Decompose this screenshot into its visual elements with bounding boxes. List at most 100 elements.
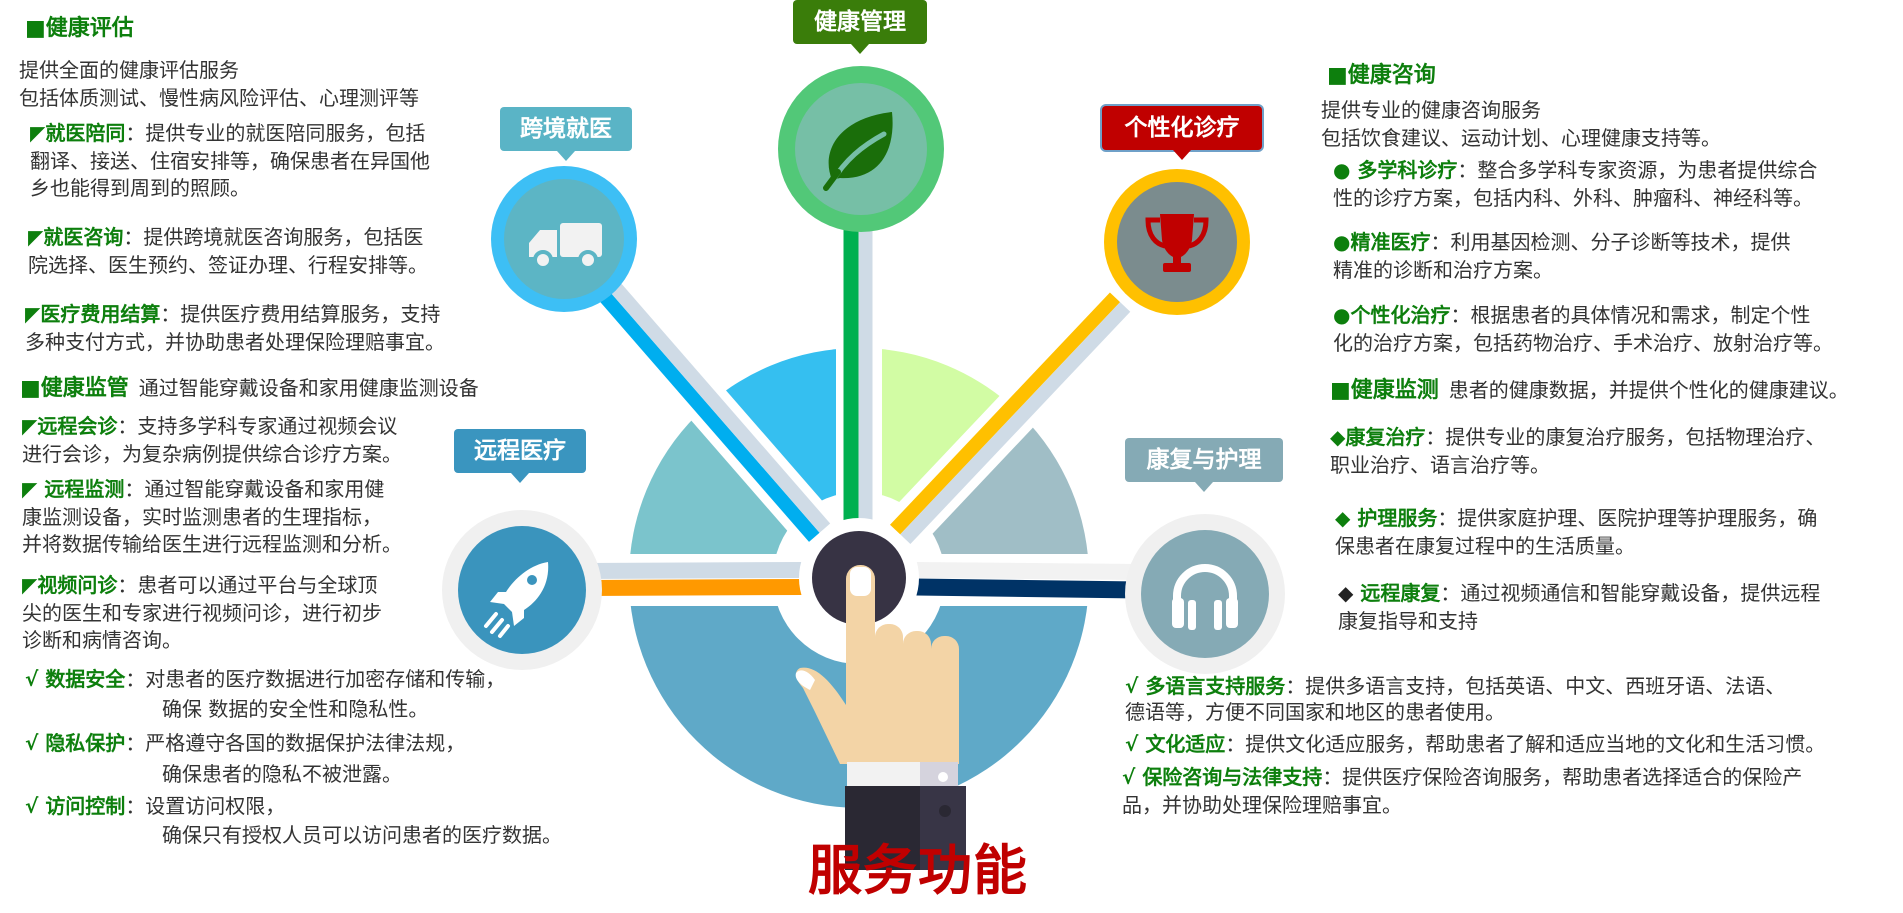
item-text: ：提供家庭护理、医院护理等护理服务，确 — [1437, 506, 1818, 530]
bullet-marker-icon: ● — [1333, 230, 1351, 254]
item-title: 多语言支持服务 — [1145, 674, 1286, 698]
item-text: ：提供文化适应服务，帮助患者了解和适应当地的文化和生活习惯。 — [1225, 732, 1826, 756]
item-title: 视频问诊 — [37, 573, 118, 597]
item-line: 品，并协助处理保险理赔事宜。 — [1122, 791, 1802, 819]
item-precision: ●精准医疗：利用基因检测、分子诊断等技术，提供精准的诊断和治疗方案。 — [1333, 229, 1790, 284]
item-billing: ◤医疗费用结算：提供医疗费用结算服务，支持多种支付方式，并协助患者处理保险理赔事… — [25, 301, 445, 356]
item-text: ：利用基因检测、分子诊断等技术，提供 — [1430, 230, 1791, 254]
item-title: 康复治疗 — [1345, 425, 1426, 449]
bullet-marker-icon: ● — [1333, 158, 1358, 182]
truck-icon — [529, 223, 602, 270]
item-line: 多种支付方式，并协助患者处理保险理赔事宜。 — [25, 329, 445, 357]
item-line: 尖的医生和专家进行视频问诊，进行初步 — [22, 600, 382, 628]
item-consult: ◤就医咨询：提供跨境就医咨询服务，包括医院选择、医生预约、签证办理、行程安排等。 — [28, 224, 428, 279]
item-line: 进行会诊，为复杂病例提供综合诊疗方案。 — [22, 441, 402, 469]
bullet-marker-icon: ◤ — [22, 414, 38, 438]
label-health-mgmt: 健康管理 — [793, 0, 927, 54]
item-text: 翻译、接送、住宿安排等，确保患者在异国他 — [30, 148, 430, 173]
item-text: 化的治疗方案，包括药物治疗、手术治疗、放射治疗等。 — [1333, 330, 1833, 355]
item-data-security: √ 数据安全：对患者的医疗数据进行加密存储和传输，确保 数据的安全性和隐私性。 — [25, 664, 505, 724]
label-rehab: 康复与护理 — [1125, 438, 1283, 492]
item-insurance-legal: √ 保险咨询与法律支持：提供医疗保险咨询服务，帮助患者选择适合的保险产品，并协助… — [1122, 763, 1802, 819]
label-personalized: 个性化诊疗 — [1102, 106, 1262, 160]
item-line: 康监测设备，实时监测患者的生理指标， — [22, 504, 402, 532]
item-line: 乡也能得到周到的照顾。 — [30, 175, 430, 203]
bullet-marker-icon: ◤ — [22, 573, 38, 597]
item-multidisciplinary: ● 多学科诊疗：整合多学科专家资源，为患者提供综合性的诊疗方案，包括内科、外科、… — [1333, 157, 1817, 212]
item-line: ◆ 远程康复：通过视频通信和智能穿戴设备，提供远程 — [1338, 580, 1820, 608]
bullet-marker-icon: √ — [25, 731, 46, 755]
trophy-icon — [1145, 214, 1209, 272]
item-video-consult: ◤视频问诊：患者可以通过平台与全球顶尖的医生和专家进行视频问诊，进行初步诊断和病… — [22, 572, 382, 655]
bullet-marker-icon: ◤ — [30, 121, 46, 145]
item-title: 保险咨询与法律支持 — [1142, 765, 1323, 789]
telemedicine-node[interactable] — [442, 510, 602, 670]
heading-health-assessment: ■健康评估 — [25, 16, 134, 41]
item-text: 进行会诊，为复杂病例提供综合诊疗方案。 — [22, 441, 402, 466]
pointing-hand-icon — [795, 565, 966, 870]
item-title: 就医咨询 — [43, 225, 124, 249]
item-title: 远程康复 — [1360, 581, 1441, 605]
item-text: ：严格遵守各国的数据保护法律法规， — [125, 731, 466, 755]
item-title: 远程监测 — [44, 477, 125, 501]
spoke-left-diag-grey — [609, 281, 831, 533]
bullet-marker-icon: ● — [1333, 303, 1351, 327]
item-privacy: √ 隐私保护：严格遵守各国的数据保护法律法规， 确保患者的隐私不被泄露。 — [25, 728, 465, 790]
item-multilingual: √ 多语言支持服务：提供多语言支持，包括英语、中文、西班牙语、法语、德语等，方便… — [1125, 673, 1785, 725]
page-title: 服务功能 — [808, 839, 1028, 902]
item-title: 远程会诊 — [37, 414, 118, 438]
item-text: 确保只有授权人员可以访问患者的医疗数据。 — [162, 823, 562, 847]
heading-health-supervision: ■健康监管通过智能穿戴设备和家用健康监测设备 — [20, 374, 479, 403]
item-text: 并将数据传输给医生进行远程监测和分析。 — [22, 532, 402, 556]
item-remote-monitor: ◤ 远程监测：通过智能穿戴设备和家用健康监测设备，实时监测患者的生理指标，并将数… — [22, 476, 402, 559]
headphones-icon — [1172, 564, 1238, 630]
item-line: ◤远程会诊：支持多学科专家通过视频会议 — [22, 413, 402, 441]
item-line: 翻译、接送、住宿安排等，确保患者在异国他 — [30, 148, 430, 176]
item-line: ◆康复治疗：提供专业的康复治疗服务，包括物理治疗、 — [1330, 424, 1825, 452]
item-line: 性的诊疗方案，包括内科、外科、肿瘤科、神经科等。 — [1333, 185, 1817, 213]
item-line: 职业治疗、语言治疗等。 — [1330, 452, 1825, 480]
item-remote-rehab: ◆ 远程康复：通过视频通信和智能穿戴设备，提供远程康复指导和支持 — [1338, 580, 1820, 635]
item-line: √ 访问控制：设置访问权限， — [25, 792, 562, 821]
item-text: 诊断和病情咨询。 — [22, 628, 182, 652]
item-text: 乡也能得到周到的照顾。 — [30, 176, 250, 200]
item-text: 确保患者的隐私不被泄露。 — [162, 762, 402, 786]
item-text: ：设置访问权限， — [125, 794, 286, 818]
item-text: ：支持多学科专家通过视频会议 — [117, 414, 398, 438]
item-line: 确保患者的隐私不被泄露。 — [25, 759, 465, 790]
item-title: 护理服务 — [1357, 506, 1438, 530]
item-line: 诊断和病情咨询。 — [22, 627, 382, 655]
item-line: ◆ 护理服务：提供家庭护理、医院护理等护理服务，确 — [1335, 505, 1817, 533]
spoke-right-diag-yellow — [890, 292, 1121, 535]
item-line: 德语等，方便不同国家和地区的患者使用。 — [1125, 699, 1785, 725]
bullet-marker-icon: ◆ — [1335, 506, 1358, 530]
item-line: √ 数据安全：对患者的医疗数据进行加密存储和传输， — [25, 664, 505, 694]
cross-border-node[interactable] — [491, 166, 637, 312]
label-telemedicine: 远程医疗 — [454, 429, 586, 483]
rehab-node[interactable] — [1125, 514, 1285, 674]
item-line: 确保只有授权人员可以访问患者的医疗数据。 — [25, 821, 562, 850]
item-title: 数据安全 — [45, 667, 126, 691]
item-line: √ 保险咨询与法律支持：提供医疗保险咨询服务，帮助患者选择适合的保险产 — [1122, 763, 1802, 791]
item-line: 康复指导和支持 — [1338, 608, 1820, 636]
item-text: 德语等，方便不同国家和地区的患者使用。 — [1125, 700, 1505, 724]
health-mgmt-node[interactable] — [778, 66, 944, 232]
item-title: 隐私保护 — [45, 731, 126, 755]
item-text: 职业治疗、语言治疗等。 — [1330, 452, 1550, 477]
personalized-node[interactable] — [1104, 169, 1250, 315]
item-text: 保患者在康复过程中的生活质量。 — [1335, 533, 1635, 558]
item-line: 保患者在康复过程中的生活质量。 — [1335, 533, 1817, 561]
item-line: 并将数据传输给医生进行远程监测和分析。 — [22, 531, 402, 559]
item-text: ：患者可以通过平台与全球顶 — [117, 573, 378, 597]
item-text: ：提供跨境就医咨询服务，包括医 — [123, 225, 424, 249]
spoke-left-grey — [584, 562, 803, 579]
item-text: ：通过视频通信和智能穿戴设备，提供远程 — [1440, 581, 1821, 605]
item-text: ：通过智能穿戴设备和家用健 — [124, 477, 385, 501]
item-text: ：提供专业的就医陪同服务，包括 — [125, 121, 426, 145]
item-line: ◤医疗费用结算：提供医疗费用结算服务，支持 — [25, 301, 445, 329]
item-line: 确保 数据的安全性和隐私性。 — [25, 694, 505, 724]
heading-text: ■健康监测 — [1330, 378, 1439, 403]
spoke-left-orange — [584, 579, 803, 596]
item-escort: ◤就医陪同：提供专业的就医陪同服务，包括翻译、接送、住宿安排等，确保患者在异国他… — [30, 120, 430, 203]
